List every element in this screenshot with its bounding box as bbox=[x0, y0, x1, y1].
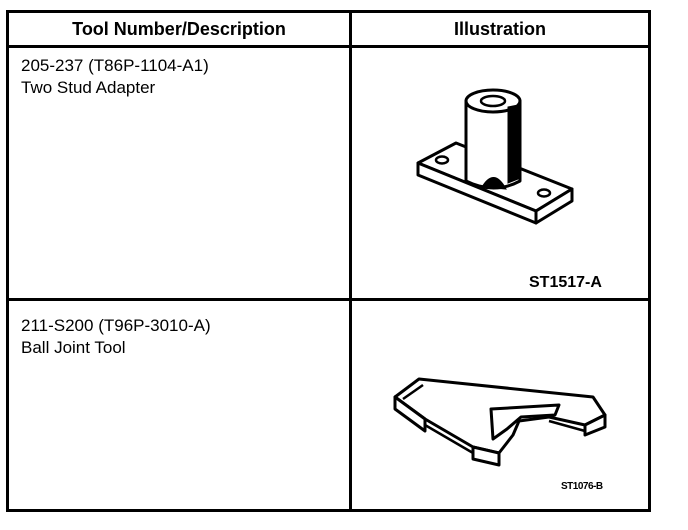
header-illustration: Illustration bbox=[453, 18, 546, 39]
table-header: Tool Number/Description Illustration bbox=[9, 13, 648, 48]
illustration-code: ST1076-B bbox=[561, 481, 603, 492]
table-row-two-stud-adapter: 205-237 (T86P-1104-A1) Two Stud Adapter bbox=[21, 55, 209, 99]
row-divider bbox=[9, 298, 648, 301]
ball-joint-tool-drawing bbox=[393, 377, 607, 467]
two-stud-adapter-drawing bbox=[416, 88, 574, 225]
tool-description: Two Stud Adapter bbox=[21, 78, 156, 97]
tool-number: 205-237 (T86P-1104-A1) bbox=[21, 56, 209, 75]
header-tool-number-description: Tool Number/Description bbox=[72, 18, 286, 39]
tool-number: 211-S200 (T96P-3010-A) bbox=[21, 316, 211, 335]
tool-description: Ball Joint Tool bbox=[21, 338, 126, 357]
table-row-ball-joint-tool: 211-S200 (T96P-3010-A) Ball Joint Tool bbox=[21, 315, 211, 359]
column-divider bbox=[349, 13, 352, 509]
tool-table: Tool Number/Description Illustration 205… bbox=[6, 10, 651, 512]
illustration-code: ST1517-A bbox=[529, 274, 602, 291]
